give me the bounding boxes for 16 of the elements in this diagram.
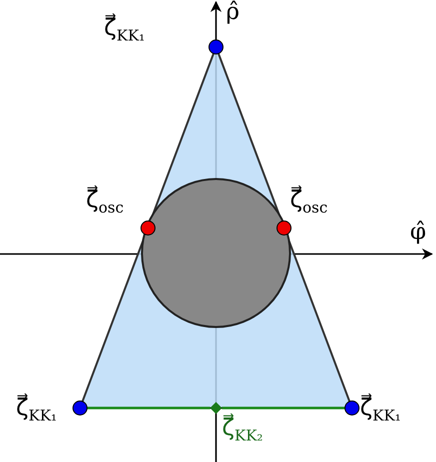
point-marker — [276, 220, 292, 236]
point-marker — [140, 220, 156, 236]
point-label: ζ⃗$_{osc}$ — [290, 188, 328, 216]
point-label: ζ⃗$_{KK₁}$ — [104, 16, 145, 44]
point-marker — [72, 400, 88, 416]
point-label: ζ⃗$_{KK₁}$ — [16, 396, 57, 424]
point-marker — [208, 40, 224, 54]
point-label: ζ⃗$_{KK₂}$ — [222, 416, 263, 444]
point-label: ζ⃗$_{osc}$ — [86, 188, 124, 216]
point-marker — [210, 402, 222, 414]
line-segment — [87, 406, 210, 410]
axis-label: φ̂ — [410, 220, 426, 246]
axis-label: ρ̂ — [226, 0, 240, 26]
line-segment — [222, 406, 345, 410]
point-label: ζ⃗$_{KK₁}$ — [360, 396, 401, 424]
point-marker — [344, 400, 360, 416]
